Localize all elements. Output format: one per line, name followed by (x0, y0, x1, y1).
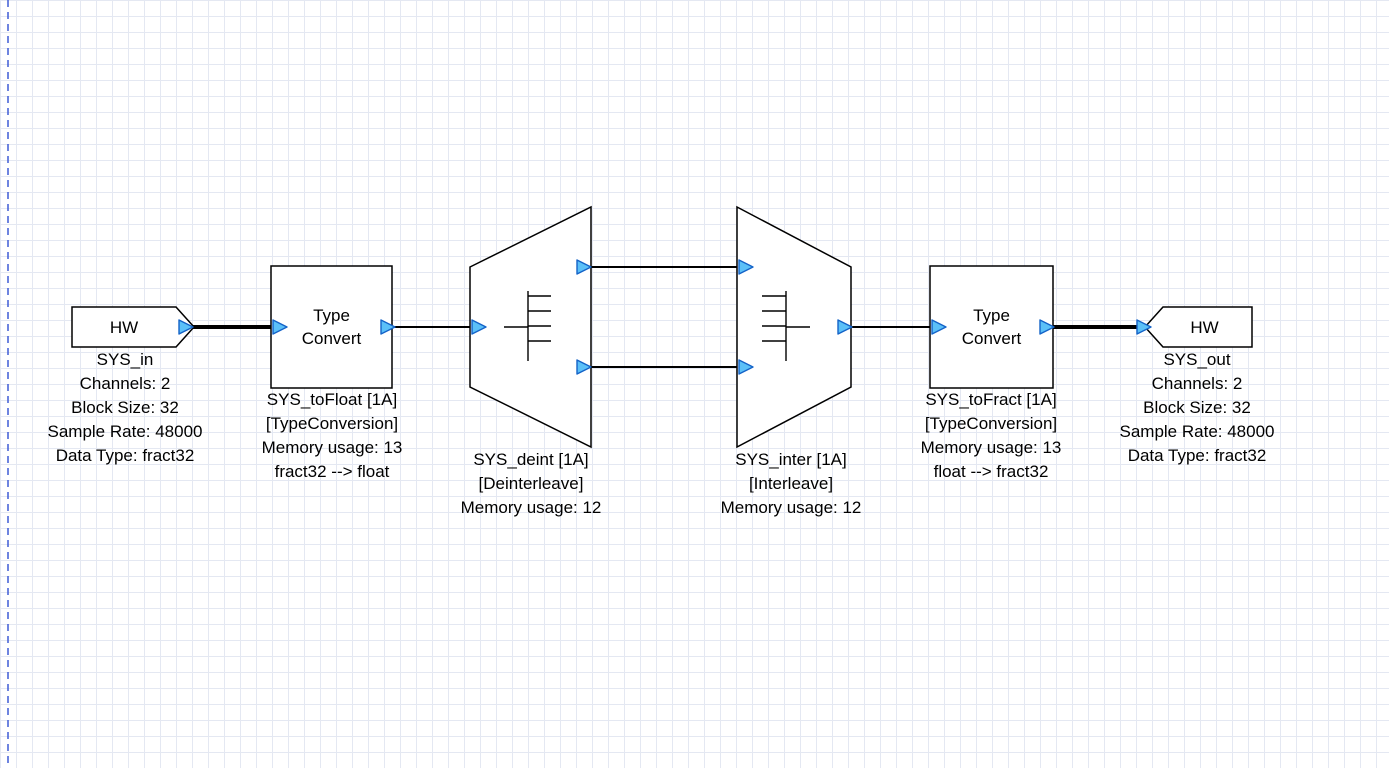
block-instance-name: SYS_out (1163, 350, 1231, 369)
block-instance-name: SYS_in (96, 350, 154, 369)
hw-input-label-stack: SYS_in Channels: 2 Block Size: 32 Sample… (15, 348, 235, 468)
block-label-line: Block Size: 32 (71, 398, 179, 417)
block-label-line: Channels: 2 (79, 374, 171, 393)
interleave-icon (762, 291, 810, 361)
typeconvert-out-block[interactable] (929, 265, 1054, 389)
block-label-line: Memory usage: 12 (720, 498, 862, 517)
block-label-line: Sample Rate: 48000 (1119, 422, 1275, 441)
hw-input-block[interactable] (71, 306, 196, 348)
typeconvert-in-output-pin[interactable] (380, 319, 396, 335)
deinterleave-input-pin[interactable] (471, 319, 487, 335)
block-label-line: Sample Rate: 48000 (47, 422, 203, 441)
hw-input-output-pin[interactable] (178, 319, 194, 335)
block-label-line: float --> fract32 (933, 462, 1049, 481)
block-label-line: Memory usage: 13 (920, 438, 1062, 457)
block-instance-name: SYS_toFract [1A] (925, 390, 1057, 409)
hw-input-title: HW (109, 317, 139, 337)
block-label-line: Memory usage: 13 (261, 438, 403, 457)
block-label-line: fract32 --> float (274, 462, 390, 481)
deinterleave-label-stack: SYS_deint [1A] [Deinterleave] Memory usa… (421, 448, 641, 520)
block-label-line: [Interleave] (748, 474, 834, 493)
deinterleave-output-pin-bottom[interactable] (576, 359, 592, 375)
block-instance-name: SYS_deint [1A] (473, 450, 589, 469)
interleave-input-pin-top[interactable] (738, 259, 754, 275)
typeconvert-out-label-stack: SYS_toFract [1A] [TypeConversion] Memory… (881, 388, 1101, 484)
block-label-line: Memory usage: 12 (460, 498, 602, 517)
deinterleave-icon (504, 291, 551, 361)
interleave-label-stack: SYS_inter [1A] [Interleave] Memory usage… (681, 448, 901, 520)
hw-output-label-stack: SYS_out Channels: 2 Block Size: 32 Sampl… (1087, 348, 1307, 468)
block-instance-name: SYS_inter [1A] (735, 450, 847, 469)
typeconvert-out-input-pin[interactable] (931, 319, 947, 335)
deinterleave-output-pin-top[interactable] (576, 259, 592, 275)
block-label-line: [TypeConversion] (924, 414, 1058, 433)
block-label-line: Data Type: fract32 (55, 446, 195, 465)
block-label-line: Channels: 2 (1151, 374, 1243, 393)
hw-output-block[interactable] (1143, 306, 1253, 348)
typeconvert-in-label-stack: SYS_toFloat [1A] [TypeConversion] Memory… (222, 388, 442, 484)
typeconvert-in-block[interactable] (270, 265, 393, 389)
typeconvert-in-title: Type Convert (301, 306, 362, 348)
hw-output-title: HW (1190, 317, 1219, 337)
typeconvert-out-title: Type Convert (961, 306, 1022, 348)
hw-output-input-pin[interactable] (1136, 319, 1152, 335)
block-label-line: Block Size: 32 (1143, 398, 1251, 417)
block-instance-name: SYS_toFloat [1A] (266, 390, 398, 409)
typeconvert-in-input-pin[interactable] (272, 319, 288, 335)
interleave-output-pin[interactable] (837, 319, 853, 335)
block-label-line: Data Type: fract32 (1127, 446, 1267, 465)
typeconvert-out-output-pin[interactable] (1039, 319, 1055, 335)
interleave-input-pin-bottom[interactable] (738, 359, 754, 375)
block-label-line: [Deinterleave] (478, 474, 584, 493)
block-label-line: [TypeConversion] (265, 414, 399, 433)
deinterleave-block[interactable] (469, 205, 592, 449)
